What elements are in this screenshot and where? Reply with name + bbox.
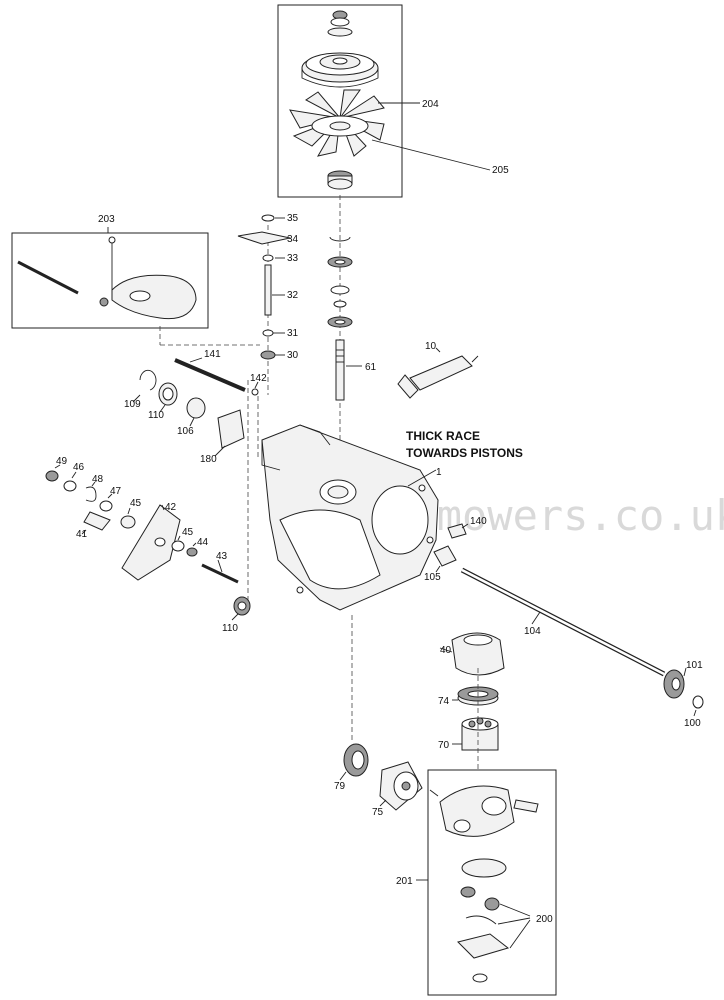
control-arm — [237, 231, 291, 245]
note-thick-race: THICK RACE — [406, 429, 480, 443]
center-section-group: 201 200 — [396, 769, 557, 996]
callout-110-bottom: 110 — [222, 623, 238, 634]
callout-1: 1 — [436, 467, 442, 478]
callout-61: 61 — [365, 362, 377, 373]
callout-35: 35 — [287, 213, 299, 224]
callout-141: 141 — [204, 349, 221, 360]
callout-41: 41 — [76, 529, 88, 540]
callout-42: 42 — [165, 502, 177, 513]
callout-46: 46 — [73, 462, 85, 473]
callout-40: 40 — [440, 645, 452, 656]
control-arm-stack: 35 34 33 32 31 30 — [237, 213, 299, 395]
callout-33: 33 — [287, 253, 299, 264]
callout-48: 48 — [92, 474, 104, 485]
callout-70: 70 — [438, 740, 450, 751]
rod-141-group: 141 142 — [174, 349, 267, 396]
input-shaft-stack: 61 — [327, 236, 377, 401]
callout-34: 34 — [287, 234, 299, 245]
callout-203: 203 — [98, 214, 115, 225]
callout-105: 105 — [424, 572, 441, 583]
callout-49: 49 — [56, 456, 68, 467]
callout-101: 101 — [686, 660, 703, 671]
bracket-42 — [121, 504, 181, 581]
callout-75: 75 — [372, 807, 384, 818]
bypass-bracket — [111, 274, 197, 320]
callout-10: 10 — [425, 341, 437, 352]
axle-group: 140 105 104 101 100 — [424, 516, 704, 729]
callout-109: 109 — [124, 399, 141, 410]
callout-100: 100 — [684, 718, 701, 729]
callout-45-top: 45 — [130, 498, 142, 509]
callout-140: 140 — [470, 516, 487, 527]
callout-201: 201 — [396, 876, 413, 887]
fan-hub — [327, 170, 353, 190]
left-bearing-group: 109 110 106 180 — [124, 369, 245, 465]
bypass-rod-box — [11, 232, 209, 329]
center-section-box — [427, 769, 557, 996]
bracket-180 — [217, 409, 245, 449]
gear-105 — [433, 545, 457, 567]
callout-31: 31 — [287, 328, 299, 339]
cooling-fan — [289, 89, 385, 157]
pulley-nut — [327, 10, 353, 37]
callout-180: 180 — [200, 454, 217, 465]
callout-204: 204 — [422, 99, 439, 110]
control-shaft — [264, 264, 272, 316]
callout-200: 200 — [536, 914, 553, 925]
bearing-79-75-group: 79 75 — [334, 743, 423, 818]
callout-110-top: 110 — [148, 410, 164, 421]
callout-104: 104 — [524, 626, 541, 637]
callout-74: 74 — [438, 696, 450, 707]
left-linkage-group: 49 46 48 47 45 42 41 45 44 43 110 — [45, 456, 251, 634]
callout-45-bottom: 45 — [182, 527, 194, 538]
transaxle-housing: 1 THICK RACE TOWARDS PISTONS — [261, 424, 523, 611]
note-towards-pistons: TOWARDS PISTONS — [406, 446, 523, 460]
callout-43: 43 — [216, 551, 228, 562]
callout-32: 32 — [287, 290, 299, 301]
block-40 — [451, 632, 505, 676]
bypass-rod-group: 203 — [11, 214, 209, 329]
callout-44: 44 — [197, 537, 209, 548]
callout-142: 142 — [250, 373, 267, 384]
part-10-lever: 10 — [397, 341, 479, 399]
bolt-41 — [83, 511, 111, 531]
callout-205: 205 — [492, 165, 509, 176]
input-shaft — [335, 339, 345, 401]
callout-79: 79 — [334, 781, 346, 792]
fan-pulley-group: 204 205 — [277, 4, 509, 198]
pump-stack: 40 74 70 — [438, 632, 505, 751]
callout-47: 47 — [110, 486, 122, 497]
callout-106: 106 — [177, 426, 194, 437]
callout-30: 30 — [287, 350, 299, 361]
pulley — [301, 52, 379, 88]
